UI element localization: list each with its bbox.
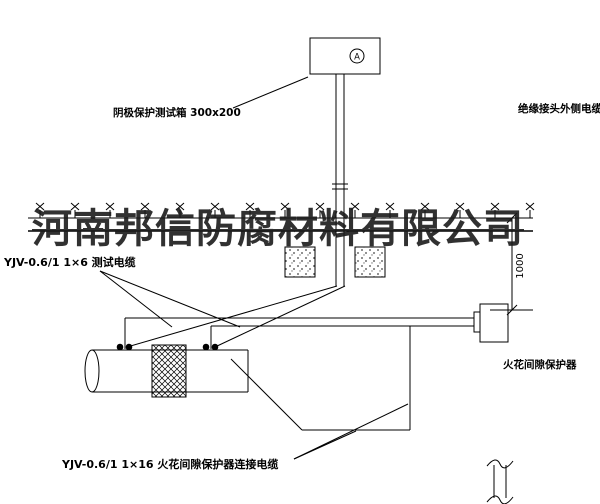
concrete-block-left [284, 246, 316, 278]
test-cable-leader [99, 270, 241, 328]
grade-symbol [70, 202, 80, 219]
dimension-tick [506, 212, 518, 224]
test-cable-left [126, 285, 338, 348]
test-cable-leader [99, 270, 173, 328]
cad-weld-terminal [211, 343, 219, 351]
grade-symbol [105, 202, 115, 219]
connection-cable-leader [293, 403, 409, 460]
outer-cable-label: 绝缘接头外侧电缆 [518, 102, 600, 115]
pipeline [84, 343, 249, 398]
grade-symbol [350, 202, 360, 219]
cad-weld-terminal [125, 343, 133, 351]
cad-weld-terminal [202, 343, 210, 351]
ground-line [28, 202, 535, 232]
cables [124, 285, 474, 431]
grade-symbol [210, 202, 220, 219]
connection-cable-label: YJV-0.6/1 1×16 火花间隙保护器连接电缆 [61, 457, 278, 471]
grade-symbol [455, 202, 465, 219]
grade-symbol [490, 202, 500, 219]
spark-gap-terminal [473, 311, 481, 333]
grade-symbol [245, 202, 255, 219]
ammeter-label: A [354, 53, 360, 63]
test-box-label: 阴极保护测试箱 300x200 [113, 106, 241, 119]
leader-lines [99, 76, 409, 460]
grade-symbol [175, 202, 185, 219]
pipe-break-symbol [486, 459, 514, 504]
concrete-blocks [284, 246, 386, 278]
insulating-joint [151, 344, 187, 398]
grade-symbol [140, 202, 150, 219]
grade-symbol [420, 202, 430, 219]
cathodic-test-box [309, 37, 381, 75]
grade-symbol [280, 202, 290, 219]
dimension-label: 1000 [515, 253, 526, 278]
conduit-riser [332, 74, 348, 286]
test-box-outline [309, 37, 381, 75]
concrete-block-right [354, 246, 386, 278]
test-cable-label: YJV-0.6/1 1×6 测试电缆 [3, 255, 136, 269]
pipe-end-cap [84, 349, 100, 393]
grade-symbol [315, 202, 325, 219]
ammeter-symbol [349, 48, 365, 64]
spark-gap-protector [473, 303, 509, 343]
grade-symbol [385, 202, 395, 219]
dimension-1000 [490, 212, 533, 316]
grade-symbol [35, 202, 45, 219]
test-box-leader [232, 76, 309, 109]
spark-gap-label: 火花间隙保护器 [503, 358, 577, 371]
grade-symbol [525, 202, 535, 219]
cad-weld-terminal [116, 343, 124, 351]
test-cable-right [214, 285, 346, 348]
